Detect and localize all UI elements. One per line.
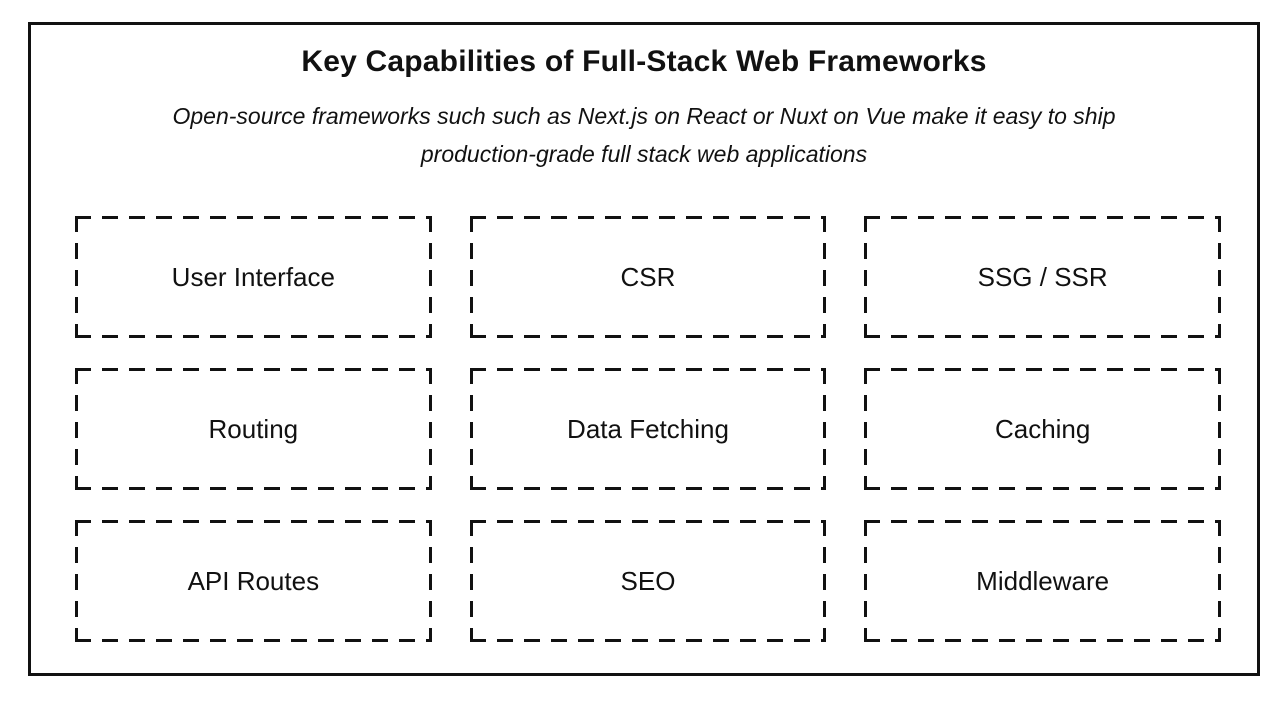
page-subtitle: Open-source frameworks such such as Next… xyxy=(31,97,1257,173)
capability-box-data-fetching: Data Fetching xyxy=(469,368,827,490)
capability-box-routing: Routing xyxy=(75,368,432,490)
capability-label: CSR xyxy=(620,261,676,292)
capability-label: User Interface xyxy=(171,261,335,292)
capability-label: SEO xyxy=(620,565,676,596)
diagram-frame: Key Capabilities of Full-Stack Web Frame… xyxy=(28,22,1260,676)
capability-label: Routing xyxy=(208,413,299,444)
capability-label: API Routes xyxy=(187,565,320,596)
capability-label: Caching xyxy=(994,413,1091,444)
subtitle-line-2: production-grade full stack web applicat… xyxy=(420,141,868,167)
capability-grid: User Interface CSR SSG / SSR Routing Dat… xyxy=(75,216,1221,642)
capability-label: Data Fetching xyxy=(567,413,729,444)
capability-box-ssg-ssr: SSG / SSR xyxy=(864,216,1221,338)
capability-label: Middleware xyxy=(976,565,1110,596)
capability-box-middleware: Middleware xyxy=(864,520,1221,642)
capability-box-caching: Caching xyxy=(864,368,1221,490)
capability-label: SSG / SSR xyxy=(977,261,1108,292)
capability-box-api-routes: API Routes xyxy=(75,520,432,642)
subtitle-line-1: Open-source frameworks such such as Next… xyxy=(172,103,1116,129)
page-title: Key Capabilities of Full-Stack Web Frame… xyxy=(301,45,987,78)
capability-box-user-interface: User Interface xyxy=(75,216,432,338)
capability-box-csr: CSR xyxy=(469,216,827,338)
capability-box-seo: SEO xyxy=(469,520,827,642)
